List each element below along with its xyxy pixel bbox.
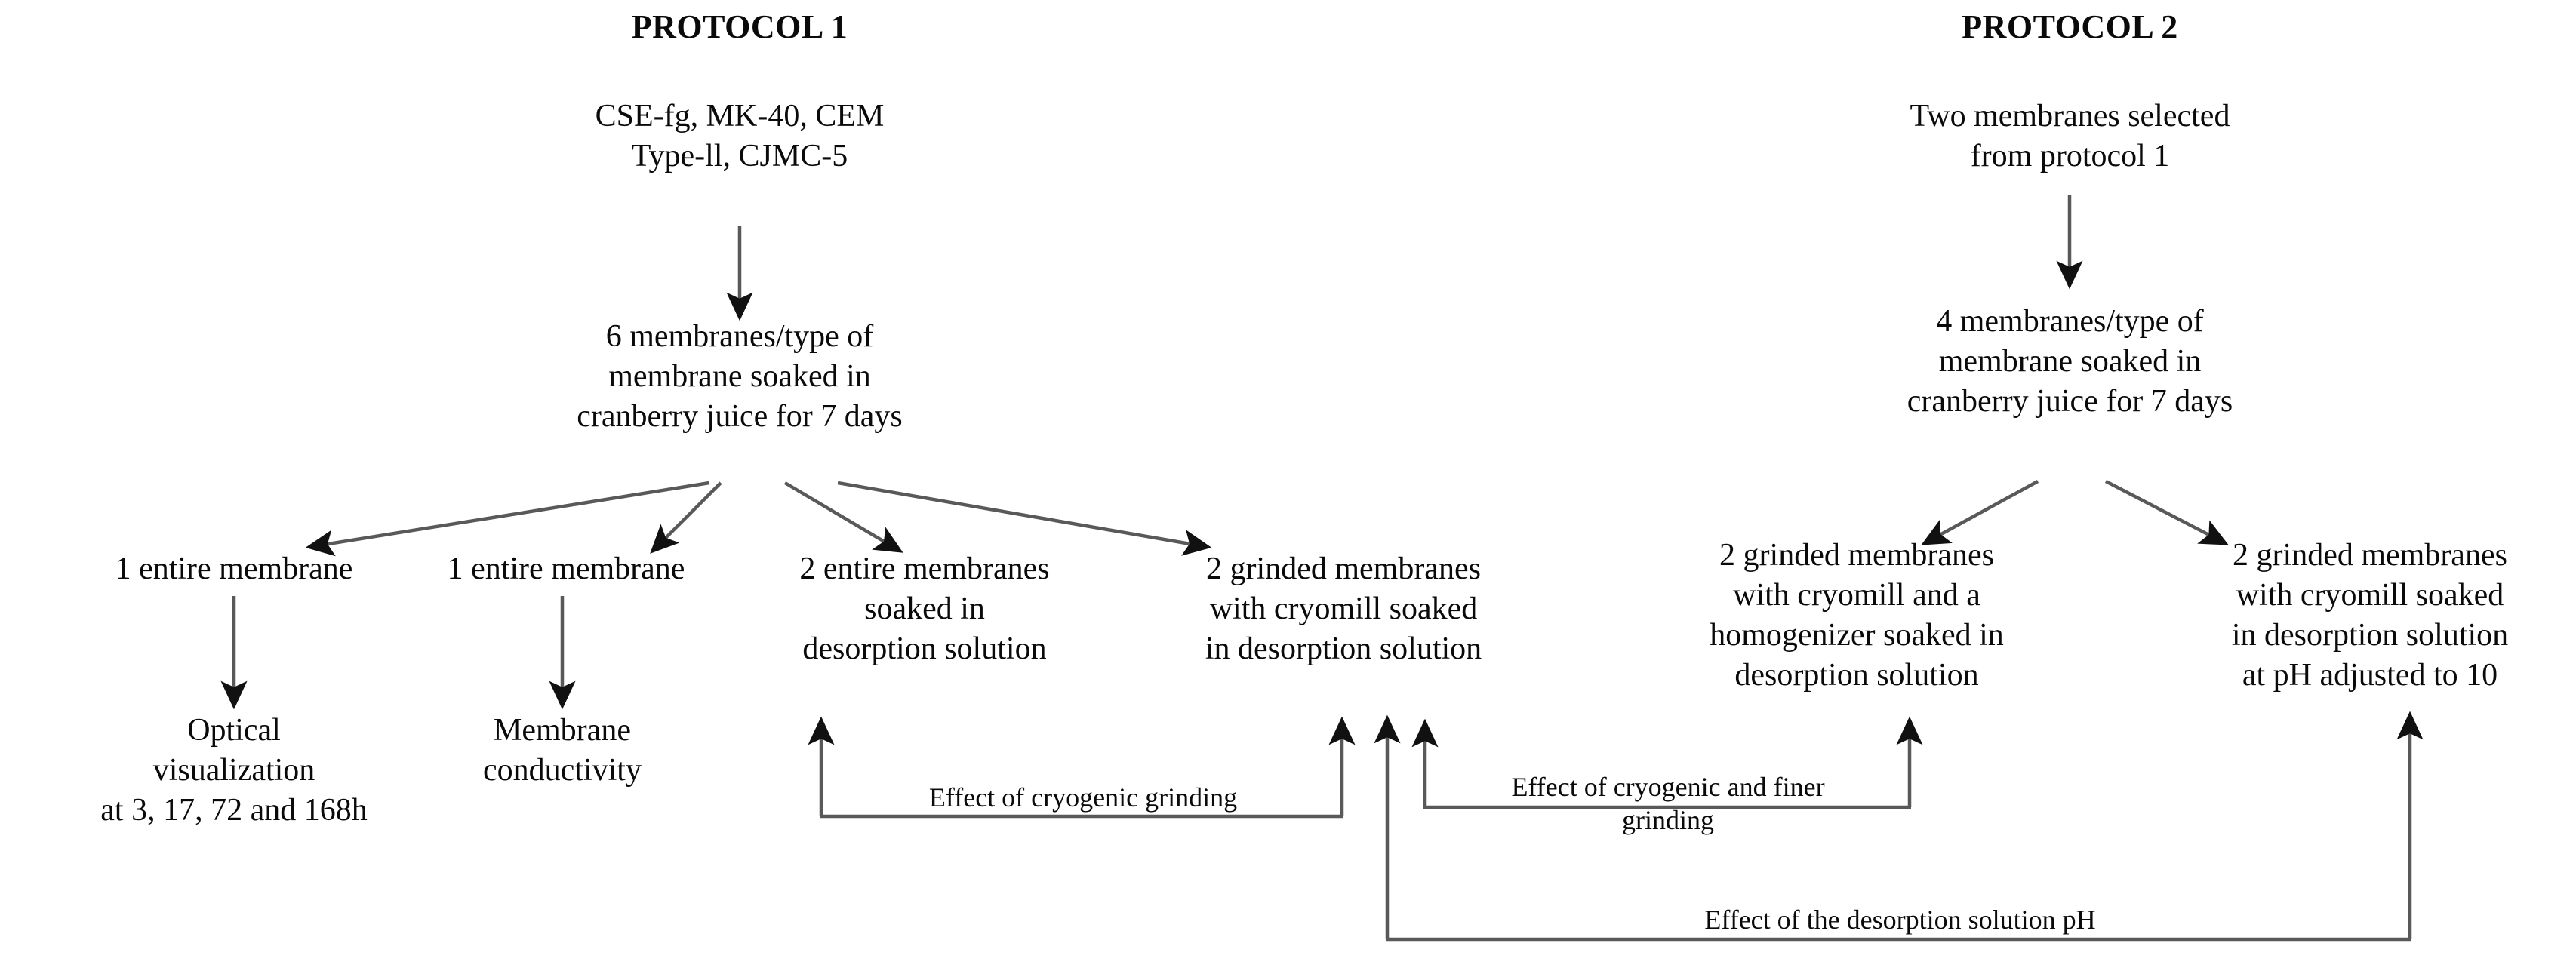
protocol-1-branch-3-label: 2 entire membranes soaked in desorption …	[799, 551, 1050, 666]
edge-p1-soak-to-branch-3	[783, 481, 903, 553]
protocol-1-branch-2-label: 1 entire membrane	[447, 551, 685, 586]
protocol-1-soak-node: 6 membranes/type of membrane soaked in c…	[577, 319, 903, 434]
edge-p1-soak-to-branch-1	[305, 481, 710, 557]
protocol-2-start-node: Two membranes selected from protocol 1	[1910, 99, 2230, 174]
protocol-1-branch-1-label: 1 entire membrane	[115, 551, 353, 586]
protocol-2-soak-node: 4 membranes/type of membrane soaked in c…	[1907, 304, 2233, 419]
comparison-label-cryogenic-grinding: Effect of cryogenic grinding	[928, 782, 1238, 813]
edge-p1-soak-to-branch-2	[650, 481, 722, 554]
protocol-1-start-node: CSE-fg, MK-40, CEM Type-ll, CJMC-5	[595, 99, 885, 174]
protocol-2-branch-1-label: 2 grinded membranes with cryomill and a …	[1710, 538, 2004, 693]
protocol-1-branch-4-label: 2 grinded membranes with cryomill soaked…	[1205, 551, 1482, 666]
protocol-2-title: PROTOCOL 2	[1962, 8, 2178, 45]
comparison-label-cryogenic-finer-grinding: Effect of cryogenic and finer grinding	[1511, 772, 1825, 835]
protocol-1-title: PROTOCOL 1	[631, 8, 848, 45]
protocol-2-branch-2-label: 2 grinded membranes with cryomill soaked…	[2231, 538, 2509, 693]
edge-p1-soak-to-branch-4	[837, 481, 1212, 556]
protocol-1-branch-2-result: Membrane conductivity	[483, 713, 642, 788]
protocol-1-branch-1-result: Optical visualization at 3, 17, 72 and 1…	[100, 713, 368, 828]
edge-p2-soak-to-branch-2	[2104, 480, 2229, 545]
edge-p2-soak-to-branch-1	[1921, 480, 2039, 545]
comparison-label-desorption-solution-ph: Effect of the desorption solution pH	[1704, 905, 2096, 935]
